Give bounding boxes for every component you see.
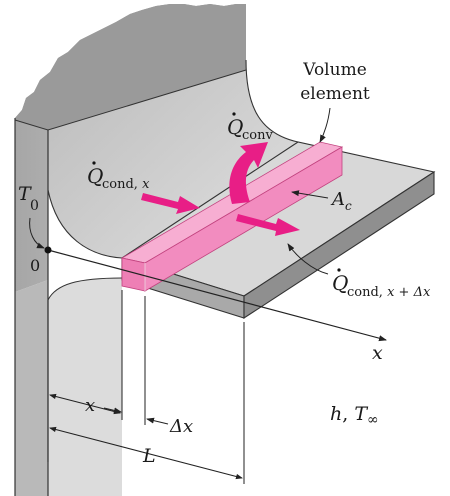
q-cond-x-dot <box>92 161 96 165</box>
upper-fillet-edge <box>245 59 299 143</box>
lower-fillet <box>48 278 122 496</box>
origin-point <box>44 246 52 254</box>
wall-top-edge <box>14 69 247 131</box>
volume-element-label-2: element <box>300 84 370 104</box>
q-conv-arrow <box>229 142 268 204</box>
x-axis-label: x <box>372 342 383 364</box>
wall-inner-curve <box>47 189 123 259</box>
q-cond-x-label: Q cond, x <box>87 161 150 192</box>
dim-L-label: L <box>142 445 156 467</box>
area-sub: c <box>345 199 352 213</box>
area-label: A c <box>330 189 352 213</box>
volume-element-leader <box>319 107 331 143</box>
base-wall <box>14 4 330 496</box>
q-cond-xdx-dot <box>337 268 341 272</box>
area-symbol: A <box>330 189 345 210</box>
q-conv-sub: conv <box>242 128 273 143</box>
wall-top-face <box>15 4 246 130</box>
convection-conditions-label: h, T∞ <box>330 403 379 428</box>
q-cond-x-symbol: Q <box>87 164 103 188</box>
area-leader <box>291 190 329 199</box>
dim-x-label: x <box>85 395 95 416</box>
dim-L-line <box>49 426 243 480</box>
q-cond-xdx-leader <box>287 243 329 275</box>
fin-end-face <box>243 170 435 320</box>
dimensions <box>47 290 245 484</box>
q-cond-xdx-sub: cond, x + Δx <box>347 285 431 300</box>
convection-conditions-text: h, T∞ <box>330 403 379 428</box>
q-cond-x-sub: cond, x <box>102 177 150 192</box>
q-conv-dot <box>232 112 236 116</box>
upper-fillet <box>48 60 330 258</box>
q-conv-label: Q conv <box>227 112 273 143</box>
t0-label: T 0 <box>18 183 39 214</box>
dim-dx-right <box>146 417 169 425</box>
q-cond-xdx-arrow <box>236 214 300 236</box>
lower-fillet-edge <box>47 277 123 301</box>
origin-label: 0 <box>30 256 40 275</box>
dim-x-line <box>49 393 121 415</box>
x-axis <box>44 246 387 342</box>
dim-dx-left <box>103 407 122 414</box>
wall-lower-face <box>15 280 48 496</box>
q-cond-xdx-symbol: Q <box>332 271 348 295</box>
x-axis-line <box>47 249 387 342</box>
dim-dx-label: Δx <box>169 416 193 437</box>
q-conv-symbol: Q <box>227 115 243 139</box>
volume-element-label-1: Volume <box>302 60 367 80</box>
q-cond-x-arrow <box>141 193 200 214</box>
t0-symbol: T <box>18 183 32 205</box>
t0-sub: 0 <box>30 198 39 214</box>
q-cond-xdx-label: Q cond, x + Δx <box>332 268 431 300</box>
t0-leader <box>29 217 45 249</box>
